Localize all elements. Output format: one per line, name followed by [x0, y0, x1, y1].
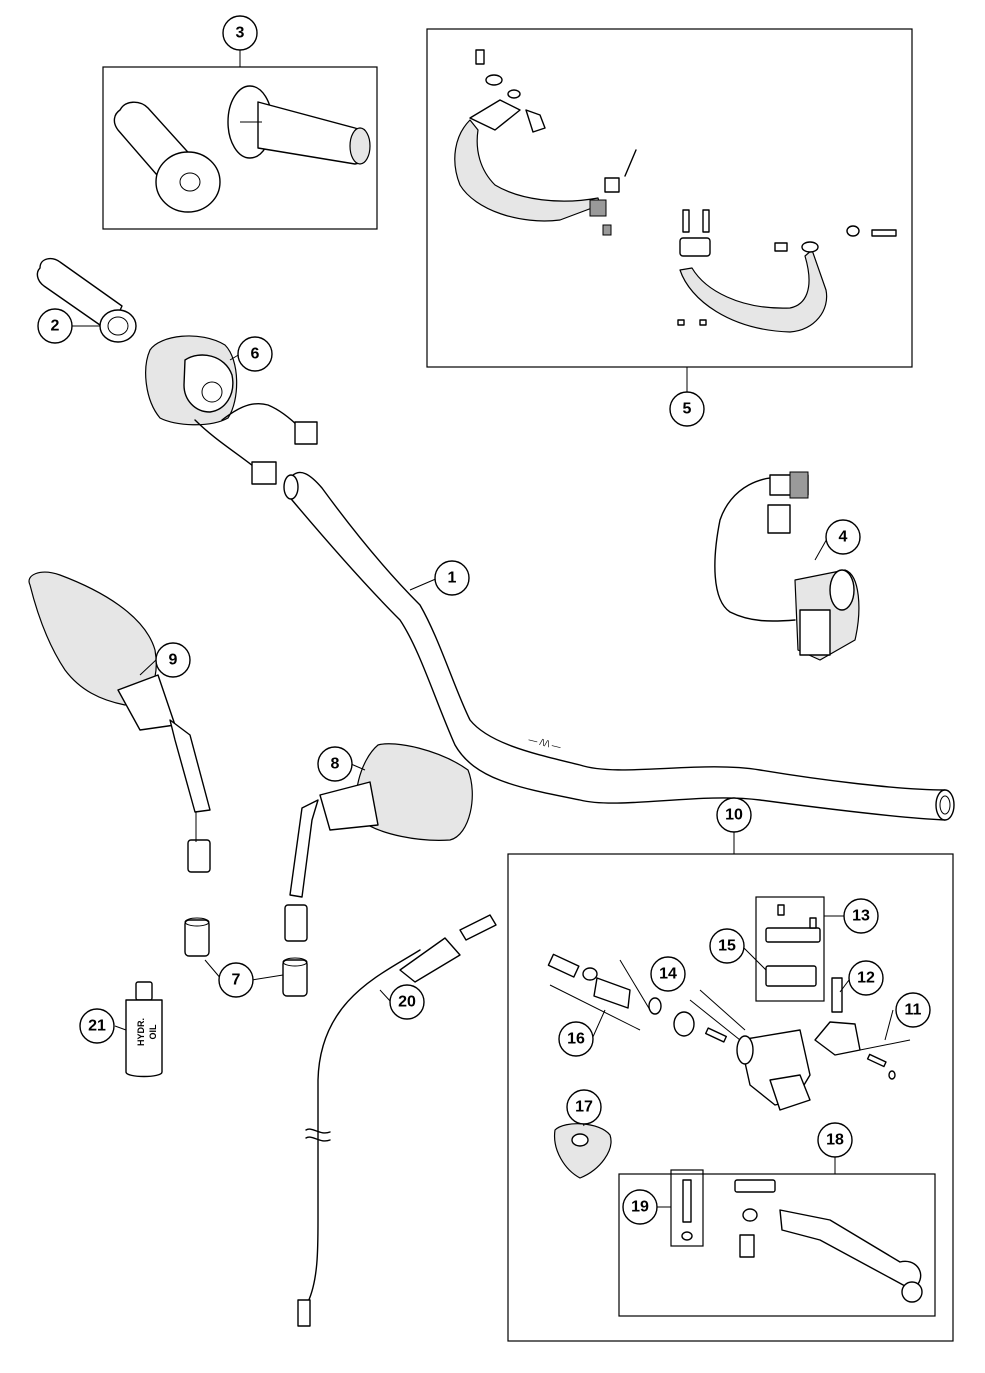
- callout-6-label: 6: [251, 346, 260, 363]
- piston-kit-parts: [547, 953, 746, 1043]
- callout-19-label: 19: [631, 1199, 649, 1216]
- callout-14: 14: [650, 956, 686, 992]
- callout-4-label: 4: [839, 529, 848, 546]
- lever-bolt: [681, 1179, 693, 1241]
- callout-12: 12: [848, 960, 884, 996]
- callout-19: 19: [622, 1189, 658, 1225]
- lever-guard: [553, 1123, 612, 1179]
- svg-text:— /\/\ —: — /\/\ —: [528, 734, 562, 752]
- grip-set: [113, 85, 371, 213]
- group-frame-handguards: [426, 28, 913, 368]
- callout-11: 11: [895, 992, 931, 1028]
- callout-11-label: 11: [905, 1002, 922, 1019]
- bottle-label-line2: OIL: [148, 1024, 158, 1040]
- callout-1: 1: [434, 560, 470, 596]
- callout-3-label: 3: [236, 25, 245, 42]
- group-frame-lever: [618, 1173, 936, 1317]
- callout-8: 8: [317, 746, 353, 782]
- callout-21-label: 21: [88, 1018, 106, 1035]
- callout-15: 15: [709, 928, 745, 964]
- callout-16: 16: [558, 1021, 594, 1057]
- reservoir-cover-parts: [765, 904, 843, 1013]
- hydraulic-oil-bottle: HYDR. OIL: [125, 981, 163, 1078]
- callout-13: 13: [843, 898, 879, 934]
- group-frame-lever-bolt: [670, 1169, 704, 1247]
- callout-20-label: 20: [398, 994, 416, 1011]
- leader-lines: [69, 48, 894, 1208]
- callout-20: 20: [389, 984, 425, 1020]
- callout-18: 18: [817, 1122, 853, 1158]
- callout-13-label: 13: [852, 908, 870, 925]
- brake-lever: [734, 1179, 923, 1303]
- callout-17: 17: [566, 1089, 602, 1125]
- callout-5-label: 5: [683, 401, 692, 418]
- callout-18-label: 18: [826, 1132, 844, 1149]
- callout-5: 5: [669, 391, 705, 427]
- callout-2-label: 2: [51, 318, 60, 335]
- pin-parts: [859, 1039, 911, 1080]
- callout-6: 6: [237, 336, 273, 372]
- callout-2: 2: [37, 308, 73, 344]
- grip-left: [36, 257, 137, 343]
- callout-10: 10: [716, 797, 752, 833]
- callout-21: 21: [79, 1008, 115, 1044]
- callout-14-label: 14: [659, 966, 677, 983]
- mirror-right: [284, 743, 473, 942]
- callout-7: 7: [218, 962, 254, 998]
- group-frame-brake-assembly: [507, 853, 954, 1342]
- bottle-label-line1: HYDR.: [136, 1018, 146, 1046]
- callout-12-label: 12: [857, 970, 875, 987]
- throttle-cable: [297, 914, 497, 1327]
- callout-4: 4: [825, 519, 861, 555]
- callout-9-label: 9: [169, 652, 178, 669]
- switch-right: [714, 471, 860, 661]
- callout-8-label: 8: [331, 756, 340, 773]
- mirror-adaptors: [184, 917, 308, 997]
- callout-9: 9: [155, 642, 191, 678]
- callout-3: 3: [222, 15, 258, 51]
- callout-17-label: 17: [575, 1099, 593, 1116]
- callout-16-label: 16: [567, 1031, 585, 1048]
- callout-10-label: 10: [725, 807, 743, 824]
- group-frame-reservoir-cover: [755, 896, 825, 1002]
- callout-7-label: 7: [232, 972, 241, 989]
- mirror-left: [28, 571, 211, 873]
- callout-15-label: 15: [718, 938, 736, 955]
- callout-1-label: 1: [448, 570, 457, 587]
- switch-left: [145, 335, 318, 485]
- handguard-kit: [454, 49, 897, 333]
- brake-master-cylinder: [736, 1021, 861, 1111]
